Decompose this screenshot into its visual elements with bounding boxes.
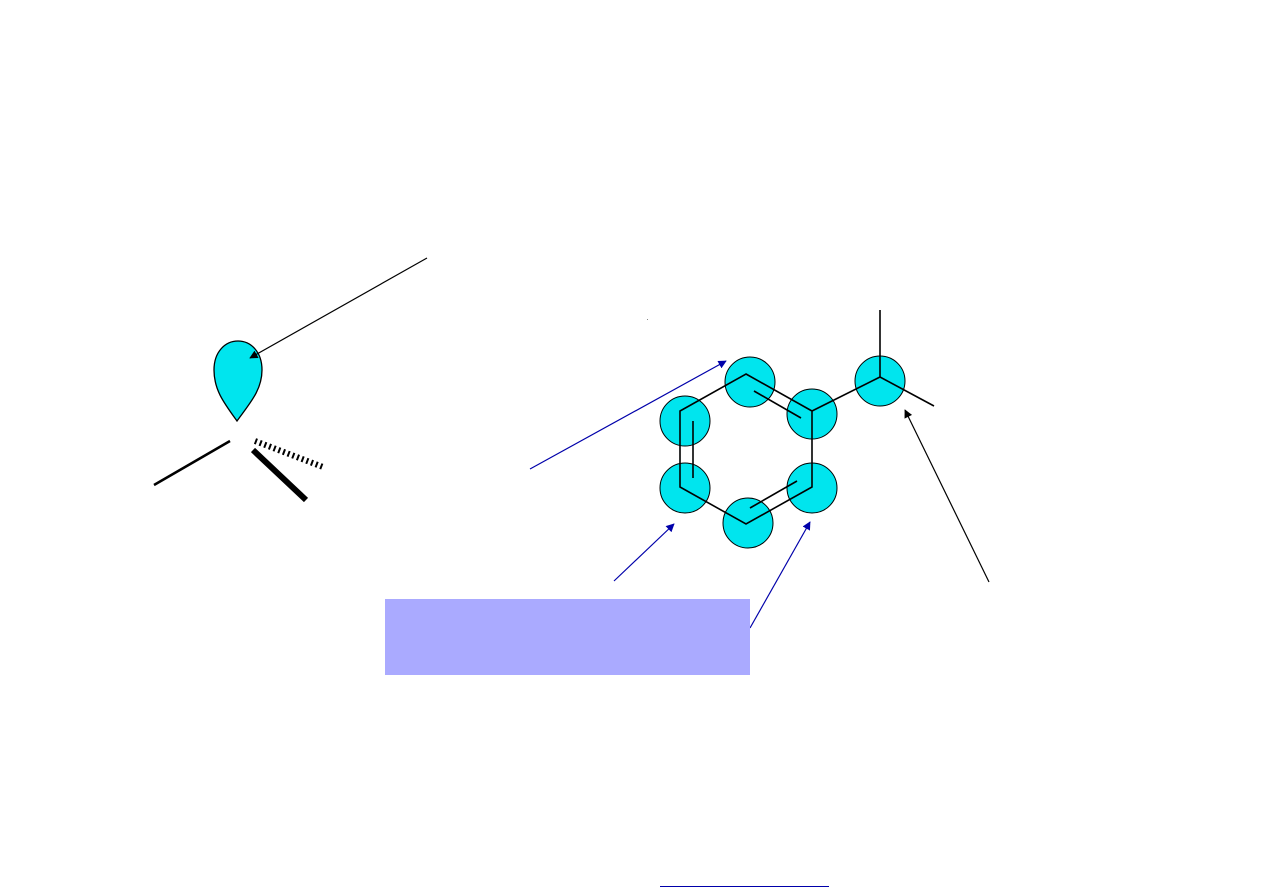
pointer-ring-top <box>529 360 727 470</box>
p-orbital-c1 <box>724 356 776 408</box>
bond-wedge <box>250 447 309 503</box>
pointer-ring-lower-right <box>749 521 811 629</box>
pointer-ring-lower-left <box>613 523 675 582</box>
callout-box <box>385 599 750 675</box>
benzyl-group <box>659 310 935 549</box>
double-bond-3 <box>749 480 798 509</box>
bond-benzylic-right <box>879 376 935 407</box>
lone-pair-group <box>153 257 428 503</box>
footer-rule <box>660 886 829 887</box>
p-orbital-c5 <box>659 462 711 514</box>
pointer-benzylic <box>904 409 990 583</box>
lone-pair-lobe <box>213 340 263 423</box>
lone-pair-pointer <box>249 257 428 359</box>
stray-mark <box>647 319 648 320</box>
bond-hash <box>253 438 325 470</box>
double-bond-1 <box>753 390 802 419</box>
p-orbital-c6 <box>659 395 711 447</box>
bond-ring-benzylic <box>811 376 881 412</box>
bond-left <box>153 439 231 487</box>
